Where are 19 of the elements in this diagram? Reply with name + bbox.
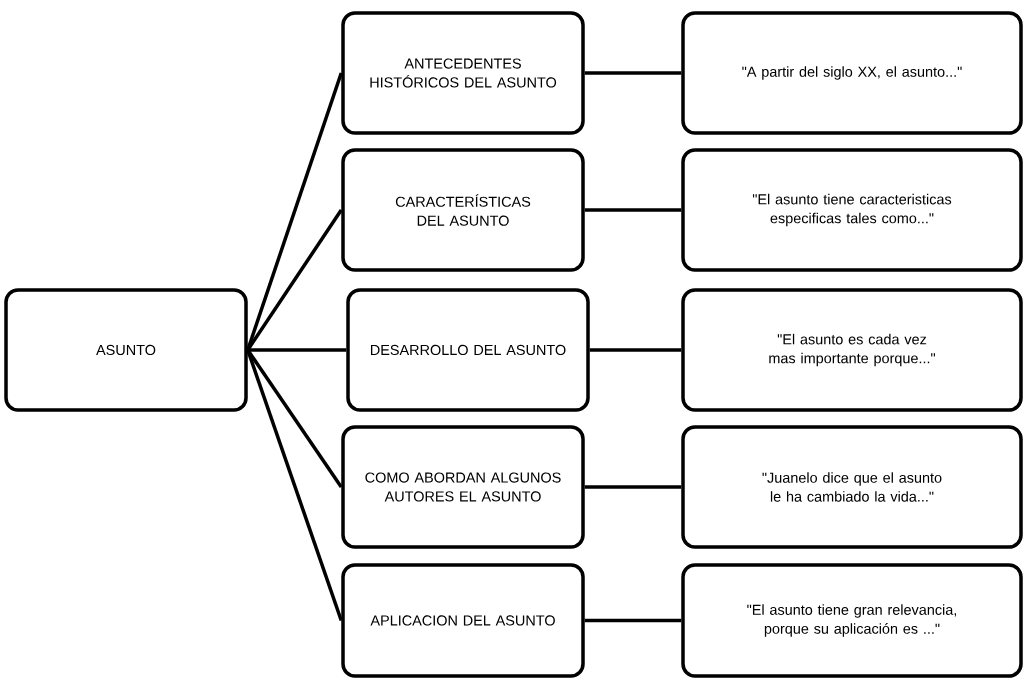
section-box: COMO ABORDAN ALGUNOS AUTORES EL ASUNTO — [341, 425, 585, 549]
section-box: CARACTERÍSTICAS DEL ASUNTO — [341, 148, 585, 272]
connector-line — [584, 71, 682, 75]
connector-line — [584, 485, 682, 489]
connector-line — [246, 72, 343, 351]
connector-line — [584, 208, 682, 212]
section-box: DESARROLLO DEL ASUNTO — [346, 288, 590, 412]
connector-line — [584, 618, 682, 623]
section-box: ANTECEDENTES HISTÓRICOS DEL ASUNTO — [341, 11, 585, 135]
topic-box: ASUNTO — [4, 288, 248, 412]
quote-box: "A partir del siglo XX, el asunto..." — [681, 11, 1023, 135]
quote-box: "Juanelo dice que el asunto le ha cambiado la vida..." — [681, 425, 1023, 549]
quote-box: "El asunto es cada vez mas importante porque..." — [681, 288, 1023, 412]
connector-line — [247, 348, 347, 352]
connector-line — [246, 349, 343, 622]
section-box: APLICACION DEL ASUNTO — [341, 563, 585, 678]
quote-box: "El asunto tiene gran relevancia, porque su aplicación es ..." — [681, 563, 1023, 678]
quote-box: "El asunto tiene caracteristicas especificas tales como..." — [681, 148, 1023, 272]
connector-line — [589, 348, 682, 352]
